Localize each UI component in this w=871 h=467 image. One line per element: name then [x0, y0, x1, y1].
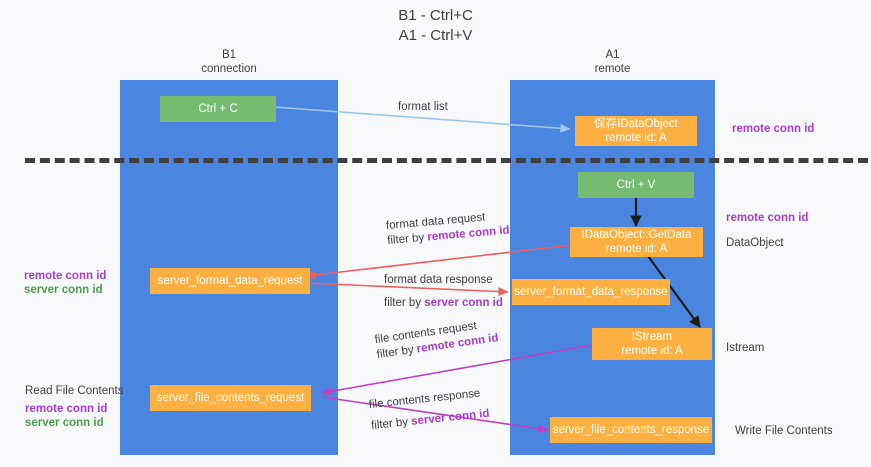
edge-label-file-contents-request: file contents request filter by remote c… — [374, 316, 500, 363]
column-header-a1-sub: remote — [594, 63, 631, 75]
node-server-file-contents-response-label: server_file_contents_response — [552, 424, 710, 436]
node-idataobject-getdata[interactable]: IDataObject::GetData remote id: A — [570, 227, 703, 257]
column-header-a1-name: A1 — [605, 49, 620, 61]
edge-label-format-list: format list — [398, 101, 448, 113]
node-istream-line1: IStream — [631, 331, 673, 343]
title-line-1: B1 - Ctrl+C — [398, 7, 473, 24]
edge-label-file-contents-response-prefix: filter by — [370, 415, 412, 433]
left-label-server-conn-id-mid: server conn id — [24, 284, 103, 296]
node-ctrl-v-label: Ctrl + V — [616, 179, 656, 191]
edge-label-format-data-response-line1: format data response — [384, 274, 493, 286]
node-save-idataobject-line1: 保存IDataObject — [594, 118, 678, 130]
edge-label-format-data-request: format data request filter by remote con… — [385, 208, 510, 249]
node-server-format-data-response-label: server_format_data_response — [514, 286, 668, 298]
edge-label-file-contents-request-prefix: filter by — [376, 343, 418, 362]
node-ctrl-v[interactable]: Ctrl + V — [578, 172, 694, 198]
node-server-file-contents-response[interactable]: server_file_contents_response — [550, 417, 712, 443]
diagram-title: B1 - Ctrl+C A1 - Ctrl+V — [0, 6, 871, 46]
node-server-file-contents-request[interactable]: server_file_contents_request — [150, 385, 311, 411]
node-ctrl-c[interactable]: Ctrl + C — [160, 96, 276, 122]
left-label-remote-conn-id-bottom: remote conn id — [25, 403, 108, 415]
left-label-server-conn-id-bottom: server conn id — [25, 417, 104, 429]
node-getdata-line1: IDataObject::GetData — [581, 229, 692, 241]
column-header-b1-sub: connection — [201, 63, 257, 75]
node-server-format-data-response[interactable]: server_format_data_response — [512, 279, 670, 305]
node-server-file-contents-request-label: server_file_contents_request — [156, 392, 305, 404]
right-label-dataobject: DataObject — [726, 237, 784, 249]
column-header-b1-name: B1 — [221, 49, 237, 61]
right-label-remote-conn-id-top: remote conn id — [732, 123, 815, 135]
node-save-idataobject-line2: remote id: A — [605, 132, 667, 144]
left-label-remote-conn-id-mid: remote conn id — [24, 270, 107, 282]
column-header-b1: B1 connection — [120, 48, 338, 76]
right-label-remote-conn-id-mid: remote conn id — [726, 212, 809, 224]
node-getdata-line2: remote id: A — [605, 243, 668, 255]
right-label-write-file-contents: Write File Contents — [735, 425, 833, 437]
node-ctrl-c-label: Ctrl + C — [198, 103, 238, 115]
edge-label-file-contents-response: file contents response filter by server … — [368, 386, 490, 434]
edge-label-format-data-response-key: server conn id — [424, 297, 503, 309]
left-label-read-file-contents: Read File Contents — [25, 385, 124, 397]
edge-label-format-data-response: format data response filter by server co… — [384, 273, 503, 311]
node-server-format-data-request-label: server_format_data_request — [157, 275, 303, 287]
edge-label-format-data-request-prefix: filter by — [386, 231, 428, 248]
node-save-idataobject[interactable]: 保存IDataObject remote id: A — [575, 116, 697, 146]
edge-label-format-data-response-prefix: filter by — [384, 297, 425, 309]
title-line-2: A1 - Ctrl+V — [398, 27, 473, 44]
node-istream[interactable]: IStream remote id: A — [592, 328, 712, 360]
edge-label-file-contents-response-key: server conn id — [410, 407, 491, 428]
column-header-a1: A1 remote — [510, 48, 715, 76]
node-istream-line2: remote id: A — [621, 345, 683, 357]
right-label-istream: Istream — [726, 342, 765, 354]
edge-label-format-data-response-line2: filter by server conn id — [384, 296, 503, 311]
node-server-format-data-request[interactable]: server_format_data_request — [150, 268, 310, 294]
phase-divider — [25, 158, 868, 163]
